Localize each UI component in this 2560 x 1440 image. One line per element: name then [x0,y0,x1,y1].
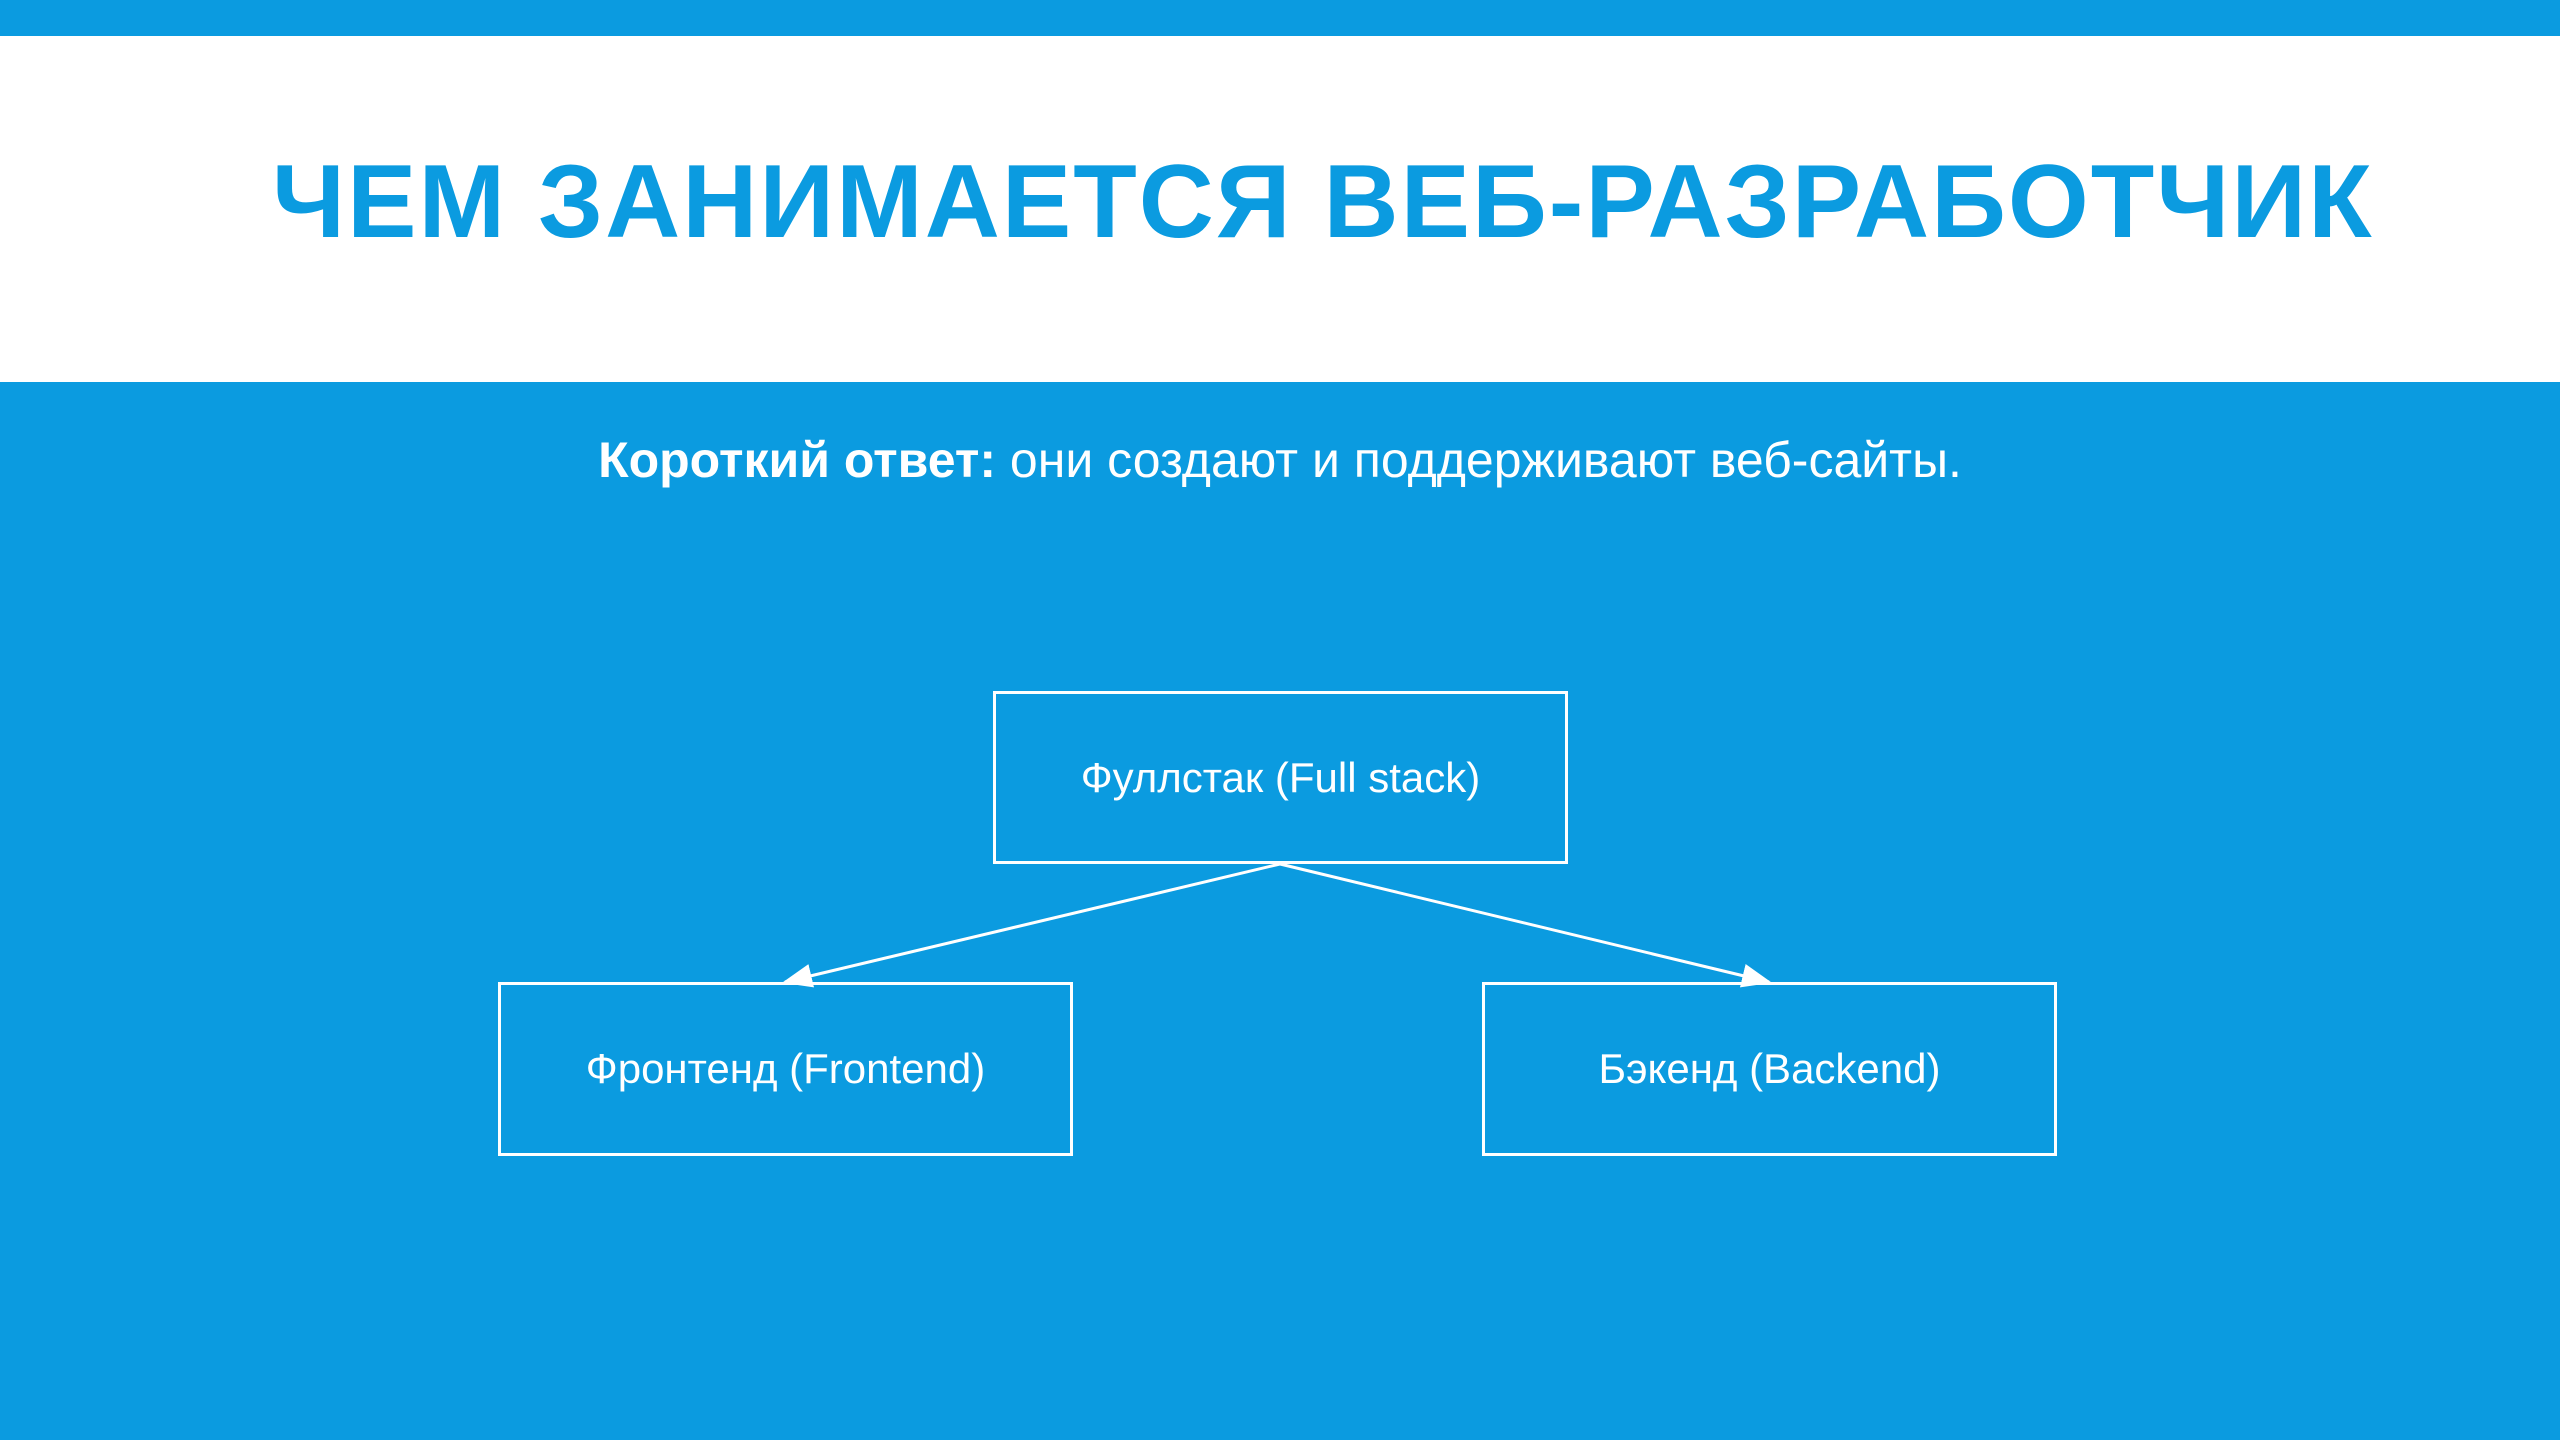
edge-top-to-left [782,862,1281,988]
edge-top-to-right [1279,862,1772,988]
node-fullstack-label: Фуллстак (Full stack) [1080,753,1481,801]
top-accent-strip [0,0,2560,36]
slide-subtitle: Короткий ответ: они создают и поддержива… [0,430,2560,490]
subtitle-text: они создают и поддерживают веб-сайты. [996,432,1962,488]
node-backend: Бэкенд (Backend) [1482,982,2057,1156]
header-band [0,36,2560,382]
subtitle-lead: Короткий ответ: [598,432,997,488]
node-frontend-label: Фронтенд (Frontend) [585,1045,986,1092]
node-frontend: Фронтенд (Frontend) [498,982,1073,1156]
slide-title: ЧЕМ ЗАНИМАЕТСЯ ВЕБ-РАЗРАБОТЧИК [272,144,2374,260]
node-fullstack: Фуллстак (Full stack) [993,691,1568,864]
node-backend-label: Бэкенд (Backend) [1598,1045,1941,1092]
